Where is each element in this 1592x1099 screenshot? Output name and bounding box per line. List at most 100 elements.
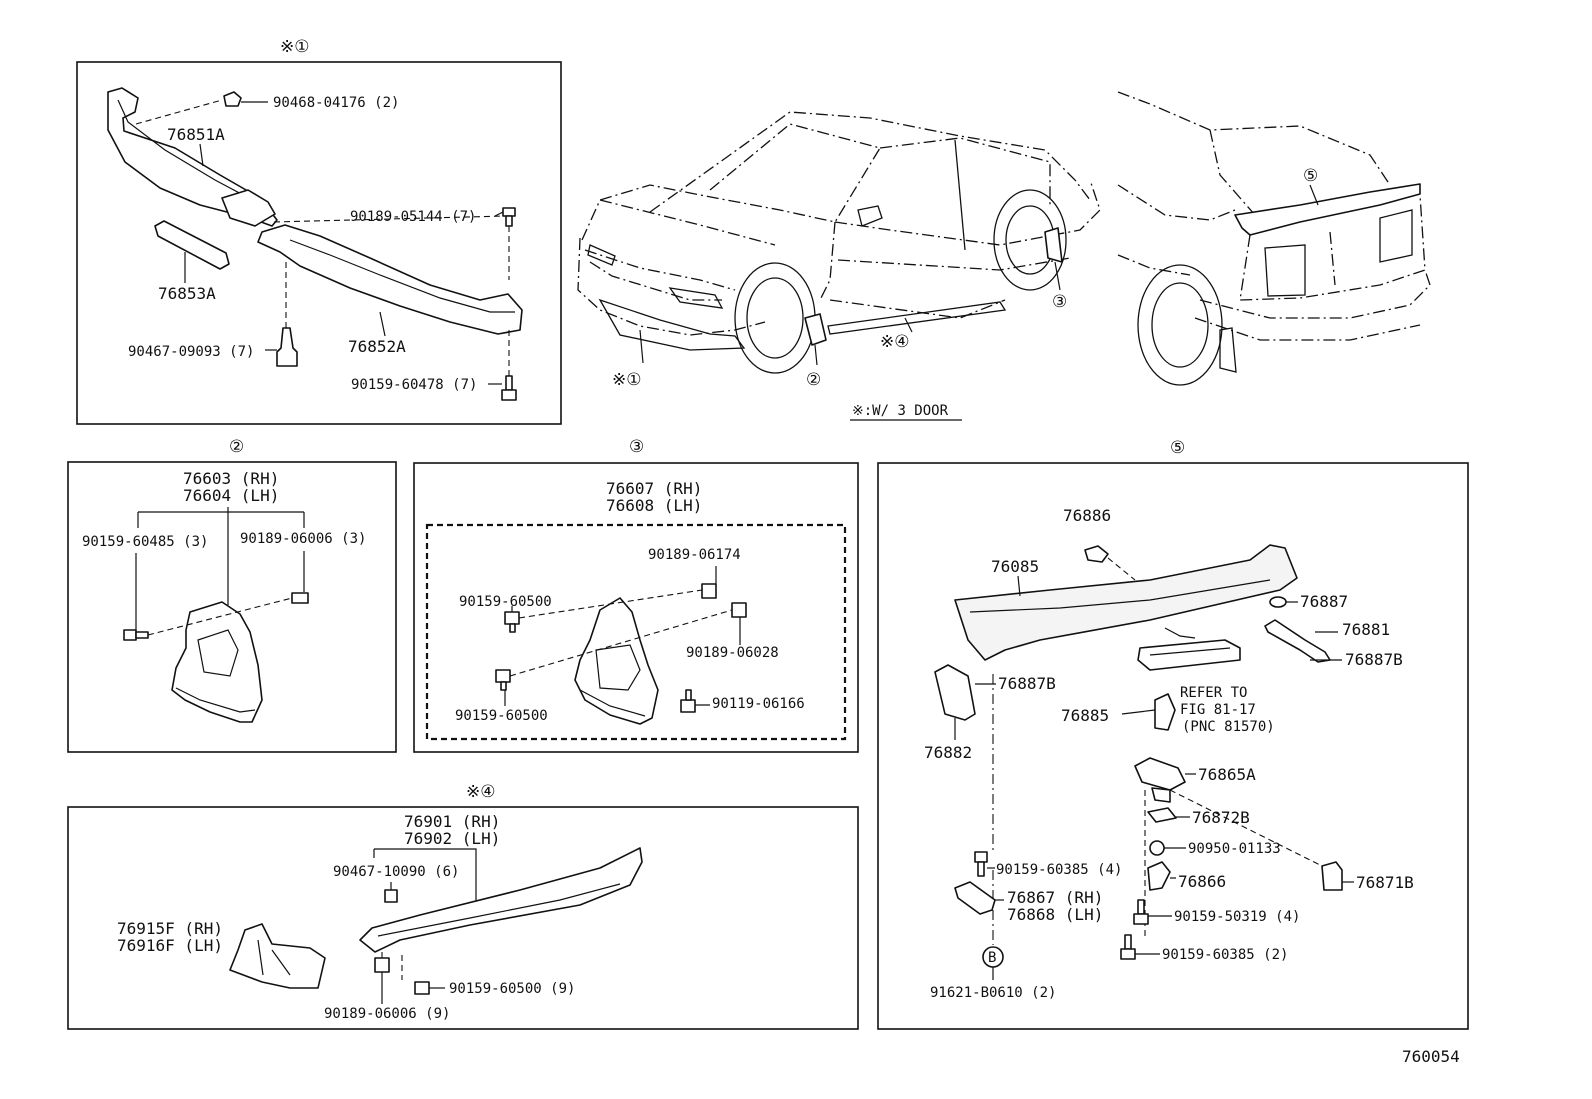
seal-small-label: 76887 (1300, 592, 1348, 611)
mudguard-rh-label: 76603 (RH) (183, 469, 279, 488)
cap-icon (1084, 545, 1109, 563)
cap-label: 76886 (1063, 506, 1111, 525)
front-spoiler-side-part (257, 224, 523, 335)
plate-icon (1147, 807, 1177, 823)
bracket-left-part (934, 664, 976, 721)
screw-right-icon (502, 207, 516, 227)
section-2-mudguard: ② 76603 (RH) 76604 (LH) 90159-60485 (3) … (67, 437, 397, 753)
bracket-left-label: 76882 (924, 743, 972, 762)
rocker-rh-label: 76901 (RH) (404, 812, 500, 831)
car-callout-3: ③ (1052, 292, 1067, 312)
stay-icon (1147, 861, 1171, 891)
screw-a-icon (504, 611, 520, 633)
section-5-callout: ⑤ (1170, 438, 1185, 458)
car-callout-2: ② (806, 370, 821, 390)
section-1-front-spoiler: ※① (76, 37, 562, 425)
nut-top-label: 90189-06174 (648, 547, 741, 563)
screw-bottom-label: 90159-60478 (7) (351, 377, 477, 393)
front-spoiler-bracket-part (154, 220, 230, 270)
mudguard3-lh-label: 76608 (LH) (606, 496, 702, 515)
screw-a-icon (974, 851, 988, 877)
screw-left-label: 90159-60485 (3) (82, 534, 208, 550)
screw-b-icon (1133, 899, 1149, 925)
seal-right-label: 76887B (1345, 650, 1403, 669)
screw-b-label: 90159-50319 (4) (1174, 909, 1300, 925)
section-1-callout: ※① (280, 37, 309, 57)
nut-right-label: 90189-06006 (3) (240, 531, 366, 547)
lamp-mount-icon (1154, 693, 1176, 731)
car-callout-5: ⑤ (1303, 166, 1318, 186)
support-label: 76865A (1198, 765, 1256, 784)
support-lh-label: 76868 (LH) (1007, 905, 1103, 924)
front-spoiler-side-label: 76852A (348, 337, 406, 356)
stay-label: 76866 (1178, 872, 1226, 891)
screw-c-label: 90159-60385 (2) (1162, 947, 1288, 963)
section-1-frame (76, 61, 562, 425)
lamp-mount-label: 76885 (1061, 706, 1109, 725)
section-5-frame (877, 462, 1469, 1030)
section-5-rear-spoiler: ⑤ 76886 76085 76887 76881 76887B REFER T… (877, 438, 1469, 1030)
clip-top-label: 90468-04176 (2) (273, 95, 399, 111)
front-spoiler-bracket-mid (221, 189, 276, 227)
flap-rh-label: 76915F (RH) (117, 919, 223, 938)
rocker-flap-part (229, 923, 326, 989)
screw-right-label: 90189-05144 (7) (350, 209, 476, 225)
grommet-label: 90950-01133 (1188, 841, 1281, 857)
refer-label-2: FIG 81-17 (1180, 702, 1256, 718)
refer-label-1: REFER TO (1180, 685, 1247, 701)
nut-icon (291, 592, 309, 604)
section-3-mudguard: ③ 76607 (RH) 76608 (LH) 90189-06174 9015… (413, 437, 859, 753)
spoiler-label: 76085 (991, 557, 1039, 576)
screw-c-icon (1120, 934, 1136, 960)
section-4-frame (67, 806, 859, 1030)
b-marker-label: B (988, 950, 996, 966)
section-2-callout: ② (229, 437, 244, 457)
clip-top-icon (223, 91, 242, 107)
support-part (1134, 757, 1186, 791)
front-spoiler-bracket-label: 76853A (158, 284, 216, 303)
plate-label: 76872B (1192, 808, 1250, 827)
section-2-frame (67, 461, 397, 753)
bracket-right-part (1264, 619, 1331, 663)
front-spoiler-center-label: 76851A (167, 125, 225, 144)
clip-icon (384, 889, 398, 903)
nut-icon (374, 957, 390, 973)
screw-b-icon (495, 669, 511, 691)
front-car-illustration: ※① ② ③ ※④ ※:W/ 3 DOOR (577, 111, 1101, 421)
clip-label: 90467-10090 (6) (333, 864, 459, 880)
support-left-part (954, 881, 996, 915)
grommet-icon (1149, 840, 1165, 856)
section-4-callout: ※④ (466, 782, 495, 802)
section-4-rocker: ※④ 76901 (RH) 76902 (LH) 90467-10090 (6)… (67, 782, 859, 1030)
stop-lamp-part (1137, 639, 1241, 671)
support-rh-label: 76867 (RH) (1007, 888, 1103, 907)
screw-a-label: 90159-60385 (4) (996, 862, 1122, 878)
refer-label-3: (PNC 81570) (1182, 719, 1275, 735)
mudguard-part (171, 601, 263, 723)
seal-small-icon (1269, 596, 1287, 608)
figure-number: 760054 (1402, 1047, 1460, 1066)
clip-left-icon (276, 327, 298, 367)
mudguard3-rh-label: 76607 (RH) (606, 479, 702, 498)
three-door-note: ※:W/ 3 DOOR (852, 403, 949, 419)
rocker-lh-label: 76902 (LH) (404, 829, 500, 848)
section-3-dashed-frame (425, 523, 847, 741)
car-callout-1: ※① (612, 370, 641, 390)
mudguard-lh-label: 76604 (LH) (183, 486, 279, 505)
bolt-icon (680, 689, 696, 713)
cover-label: 76871B (1356, 873, 1414, 892)
nut-mid-label: 90189-06028 (686, 645, 779, 661)
nut-label: 90189-06006 (9) (324, 1006, 450, 1022)
cover-icon (1321, 861, 1343, 891)
nut-mid-icon (731, 602, 747, 618)
screw-label: 90159-60500 (9) (449, 981, 575, 997)
screw-a-label: 90159-60500 (459, 594, 552, 610)
section-3-callout: ③ (629, 437, 644, 457)
screw-bottom-icon (501, 375, 517, 401)
car-callout-4: ※④ (880, 332, 909, 352)
clip-left-label: 90467-09093 (7) (128, 344, 254, 360)
rear-car-illustration: ⑤ (1117, 91, 1431, 386)
screw-icon (123, 629, 149, 641)
screw-icon (414, 981, 430, 995)
